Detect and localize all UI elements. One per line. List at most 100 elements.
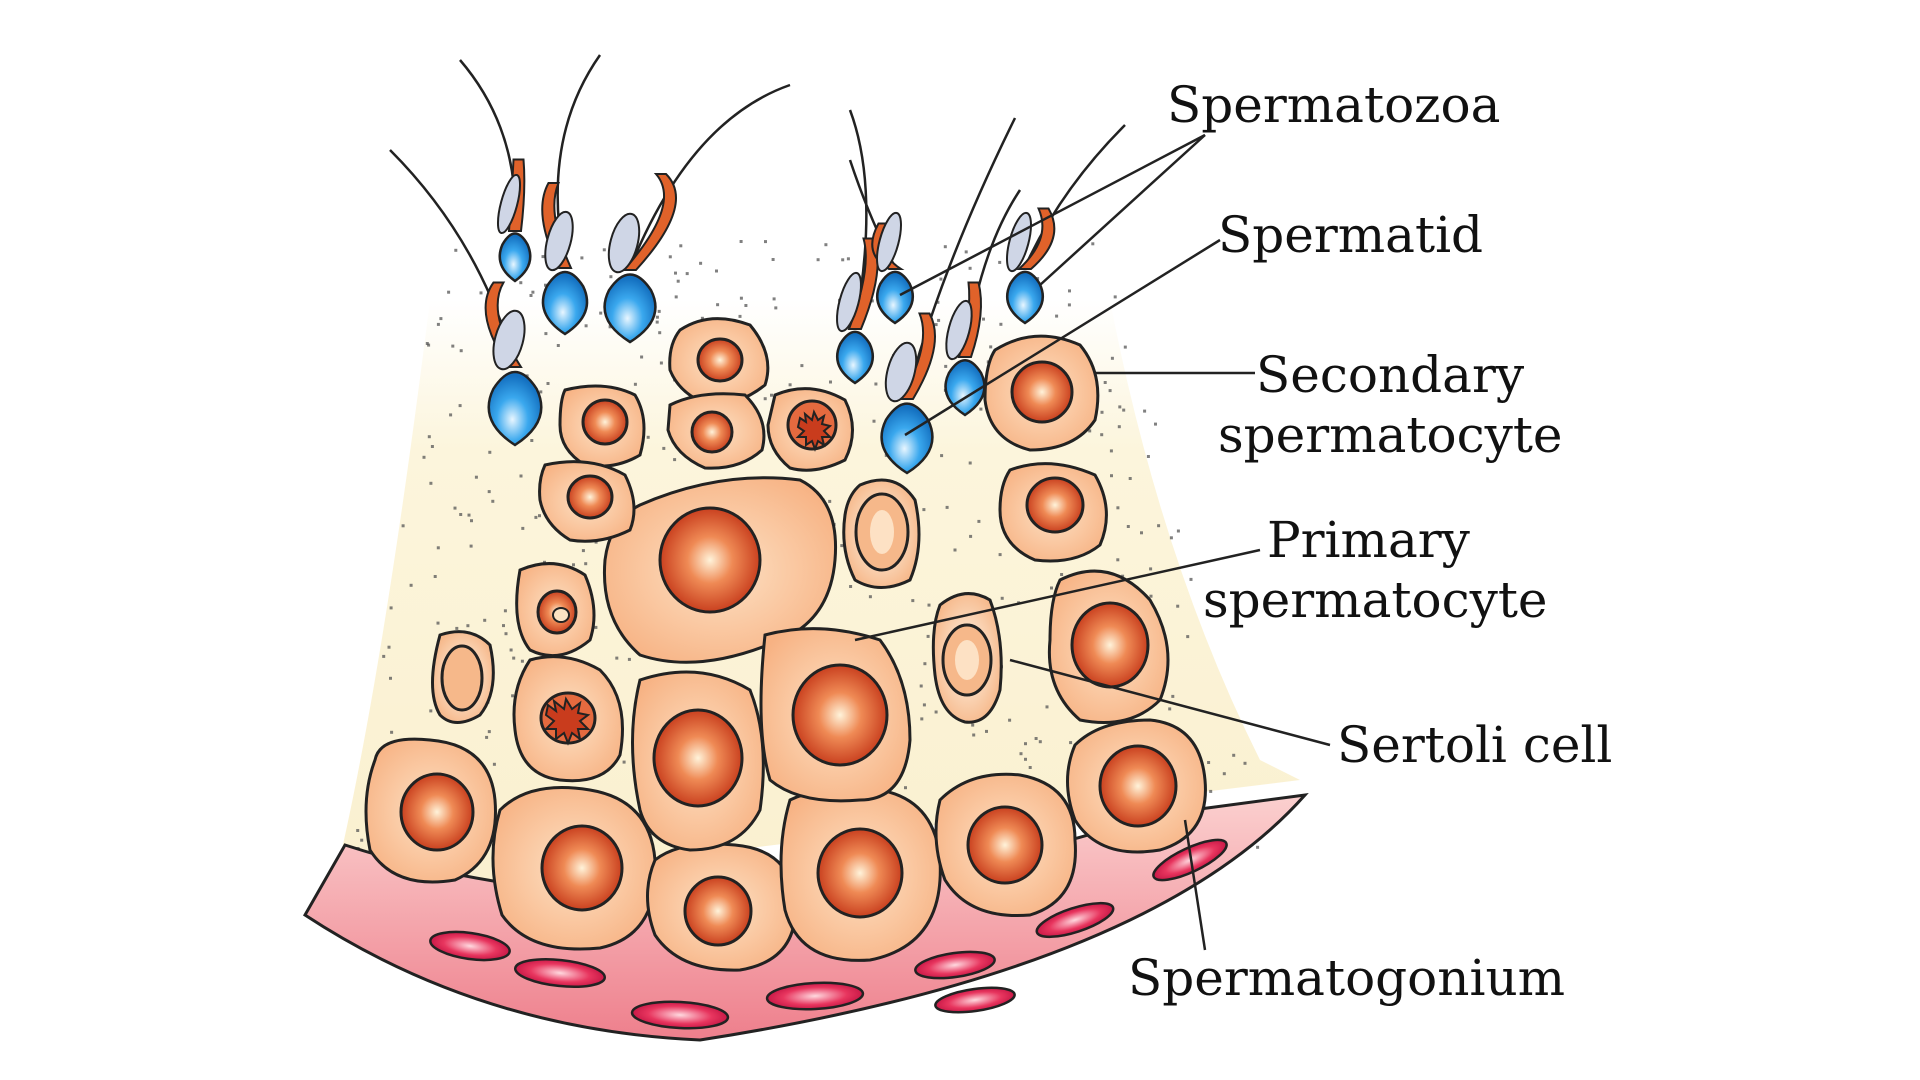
speckle	[360, 838, 364, 842]
speckle	[530, 439, 534, 442]
sperm-head	[498, 232, 532, 283]
speckle	[447, 290, 451, 294]
sperm-head	[1006, 270, 1044, 325]
speckle	[953, 548, 957, 552]
sperm-cytoplasm	[496, 173, 522, 235]
speckle	[425, 342, 429, 345]
speckle	[387, 645, 391, 649]
speckle	[1008, 718, 1012, 722]
speckle	[998, 260, 1002, 264]
speckle	[977, 519, 981, 523]
speckle	[738, 314, 742, 318]
speckle	[556, 344, 560, 347]
speckle	[763, 397, 767, 401]
speckle	[1103, 381, 1107, 384]
speckle	[716, 303, 720, 307]
sertoli-cell	[842, 478, 921, 589]
speckle	[519, 281, 523, 285]
sperm-tail	[628, 83, 791, 269]
speckle	[657, 309, 661, 313]
speckle	[487, 730, 491, 734]
speckle	[1149, 567, 1153, 571]
speckle	[1024, 742, 1027, 746]
speckle	[979, 407, 983, 411]
speckle	[538, 514, 541, 518]
speckle	[1146, 455, 1150, 458]
sperm-midpiece	[1016, 207, 1056, 270]
speckle	[841, 258, 845, 262]
speckle	[1113, 295, 1117, 299]
speckle	[998, 553, 1002, 557]
speckle	[1154, 422, 1157, 426]
speckle	[849, 585, 853, 588]
capillary	[1035, 901, 1115, 939]
speckle	[541, 255, 545, 259]
speckle	[658, 331, 662, 335]
speckle	[985, 729, 988, 733]
speckle	[676, 279, 680, 283]
speckle	[788, 383, 792, 387]
speckle	[1038, 740, 1042, 744]
speckle	[1019, 752, 1023, 756]
label-secondary-line2: spermatocyte	[1218, 406, 1563, 464]
speckle	[828, 499, 832, 503]
speckle	[1126, 525, 1130, 528]
speckle	[655, 320, 659, 324]
speckle	[870, 299, 874, 303]
speckle	[1140, 531, 1143, 535]
speckle	[662, 446, 666, 450]
speckle	[771, 258, 775, 261]
sperm-cytoplasm	[884, 341, 918, 403]
speckle	[1209, 789, 1213, 793]
speckle	[739, 240, 743, 243]
speckle	[451, 344, 455, 348]
speckle	[674, 295, 678, 299]
label-primary-spermatocyte: Primary spermatocyte	[1203, 510, 1548, 630]
speckle	[633, 382, 637, 386]
speckle	[1024, 757, 1027, 761]
speckle	[509, 648, 513, 652]
speckle	[627, 657, 631, 661]
speckle	[800, 364, 804, 368]
speckle	[846, 257, 850, 261]
speckle	[1118, 405, 1122, 409]
capillary	[765, 981, 865, 1011]
speckle	[829, 380, 832, 384]
speckle	[479, 291, 483, 295]
speckle	[539, 390, 543, 394]
speckle	[939, 277, 943, 281]
sperm-head	[944, 359, 986, 417]
spermatozoon	[603, 83, 791, 344]
speckle	[1068, 289, 1071, 293]
speckle	[772, 297, 776, 301]
speckle	[1207, 761, 1211, 764]
speckle	[868, 595, 872, 599]
spermatogonium-cell	[779, 787, 942, 962]
speckle	[1100, 433, 1104, 437]
speckle	[1100, 410, 1104, 414]
label-spermatogonium: Spermatogonium	[1128, 948, 1565, 1008]
capillaries	[429, 838, 1228, 1030]
speckle	[382, 654, 386, 658]
speckle	[943, 245, 947, 249]
speckle	[936, 300, 940, 304]
label-spermatozoa: Spermatozoa	[1167, 75, 1500, 135]
speckle	[1186, 635, 1190, 639]
speckle	[599, 311, 603, 315]
speckle	[971, 723, 975, 727]
speckle	[546, 382, 550, 385]
speckle	[1256, 845, 1260, 849]
speckle	[926, 634, 930, 638]
speckle	[640, 355, 644, 359]
speckle	[968, 461, 972, 465]
speckle	[1088, 429, 1092, 433]
speckle	[544, 283, 547, 287]
sperm-cytoplasm	[945, 299, 973, 361]
speckle	[922, 703, 926, 707]
speckle	[436, 621, 440, 625]
label-primary-line1: Primary	[1267, 511, 1470, 569]
speckle	[615, 656, 619, 660]
speckle	[824, 243, 828, 247]
sperm-cytoplasm	[836, 271, 862, 333]
sperm-cytoplasm	[1006, 211, 1032, 273]
